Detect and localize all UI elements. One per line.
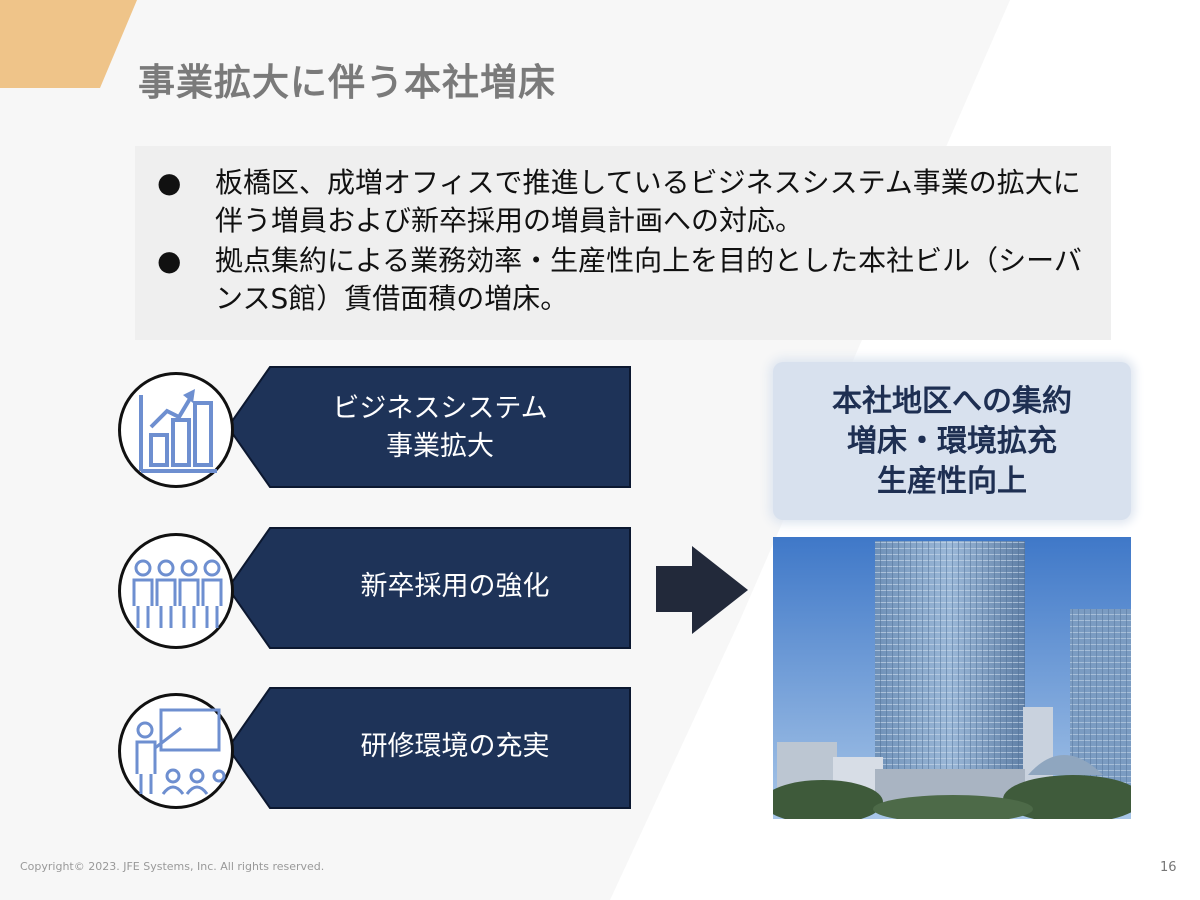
result-box: 本社地区への集約 増床・環境拡充 生産性向上	[773, 362, 1131, 520]
driver-label-1: ビジネスシステム 事業拡大	[290, 390, 590, 466]
bullet-text: 拠点集約による業務効率・生産性向上を目的とした本社ビル（シーバンスS館）賃借面積…	[215, 244, 1082, 315]
driver-banner-2	[228, 527, 631, 649]
bar-chart-growth-icon	[118, 372, 234, 488]
office-building-photo	[773, 537, 1131, 819]
bullet-box: ● 板橋区、成増オフィスで推進しているビジネスシステム事業の拡大に伴う増員および…	[135, 146, 1111, 340]
driver-label-line: ビジネスシステム	[332, 393, 548, 424]
driver-label-2: 新卒採用の強化	[305, 568, 605, 606]
copyright-footer: Copyright© 2023. JFE Systems, Inc. All r…	[20, 860, 325, 873]
driver-banner-1	[228, 366, 631, 488]
orange-corner-accent	[0, 0, 137, 88]
right-arrow-icon	[656, 546, 748, 634]
result-line-3: 生産性向上	[877, 464, 1027, 499]
result-line-2: 増床・環境拡充	[847, 424, 1057, 459]
driver-banner-3	[228, 687, 631, 809]
driver-label-line: 研修環境の充実	[360, 731, 550, 762]
training-presentation-icon	[118, 693, 234, 809]
result-line-1: 本社地区への集約	[832, 384, 1072, 419]
driver-label-line: 事業拡大	[386, 431, 494, 462]
page-number: 16	[1160, 860, 1177, 875]
page-title: 事業拡大に伴う本社増床	[138, 61, 556, 104]
bullet-marker: ●	[157, 244, 182, 277]
driver-label-3: 研修環境の充実	[305, 728, 605, 766]
bullet-text: 板橋区、成増オフィスで推進しているビジネスシステム事業の拡大に伴う増員および新卒…	[215, 166, 1081, 237]
bullet-marker: ●	[157, 166, 182, 199]
people-group-icon	[118, 533, 234, 649]
driver-label-line: 新卒採用の強化	[360, 571, 550, 602]
